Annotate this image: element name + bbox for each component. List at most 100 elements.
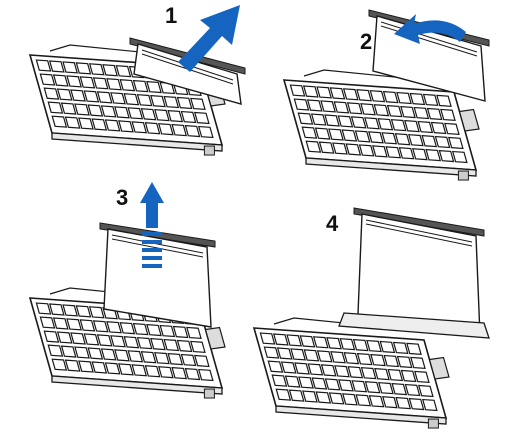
step-1-number: 1 — [165, 3, 178, 28]
key — [119, 79, 136, 92]
key — [267, 360, 284, 373]
key — [106, 78, 122, 91]
key — [346, 102, 363, 115]
key — [51, 358, 68, 371]
key — [373, 104, 390, 117]
key — [284, 375, 301, 388]
key — [62, 61, 78, 74]
key — [79, 76, 96, 89]
key — [381, 396, 398, 409]
key — [414, 370, 430, 384]
key — [394, 133, 411, 146]
key — [64, 116, 81, 129]
key — [312, 336, 329, 349]
keyboard-edge — [51, 132, 223, 152]
arrow-stripe — [142, 264, 162, 268]
key — [383, 354, 400, 368]
key — [324, 114, 340, 127]
key — [288, 389, 305, 402]
key — [52, 74, 69, 87]
key — [70, 332, 86, 345]
key — [426, 107, 443, 121]
key — [114, 349, 130, 362]
stand — [353, 207, 485, 337]
key — [87, 104, 104, 117]
key — [318, 141, 335, 154]
key — [276, 347, 293, 360]
key — [190, 97, 206, 111]
key — [326, 337, 342, 350]
key — [352, 338, 369, 352]
key — [39, 73, 56, 86]
key — [356, 89, 372, 102]
key — [333, 101, 350, 114]
key — [410, 356, 426, 370]
key — [70, 89, 86, 102]
key — [324, 378, 341, 391]
key — [75, 62, 92, 75]
key — [144, 365, 161, 378]
key — [123, 93, 140, 106]
key — [299, 335, 316, 348]
key — [83, 90, 100, 103]
hinge-tab — [204, 326, 226, 350]
key — [79, 319, 96, 332]
step-4-panel: 4 — [252, 207, 507, 435]
keyboard-illustration — [282, 9, 490, 181]
key — [167, 352, 184, 366]
key — [307, 363, 324, 376]
arrow-curved-left-icon — [394, 14, 466, 44]
key — [47, 101, 64, 114]
key — [302, 390, 318, 403]
key — [422, 93, 439, 107]
step-2-panel: 2 — [254, 0, 507, 217]
key — [332, 142, 348, 155]
keyboard-illustration — [252, 207, 490, 429]
key — [404, 383, 421, 397]
key — [408, 134, 424, 147]
key — [193, 354, 210, 368]
keyboard — [252, 317, 450, 429]
stand-line — [365, 223, 473, 247]
key — [92, 77, 109, 90]
key — [330, 351, 346, 364]
key — [390, 119, 407, 132]
key — [338, 379, 354, 392]
step-1-panel: 1 — [0, 0, 253, 217]
key — [157, 366, 174, 379]
key — [102, 64, 118, 77]
key — [417, 384, 434, 398]
stand-line — [365, 219, 473, 243]
key — [355, 394, 372, 407]
key — [197, 368, 214, 382]
arrow-stripe — [142, 248, 162, 252]
key — [263, 346, 280, 359]
hinge-tab — [458, 108, 480, 132]
key — [360, 103, 376, 116]
key — [43, 87, 60, 100]
key — [51, 115, 68, 128]
key — [379, 340, 396, 354]
key — [60, 102, 77, 115]
key — [39, 316, 56, 329]
stand-line — [380, 21, 478, 53]
key — [396, 91, 412, 105]
key — [320, 364, 337, 377]
key — [334, 365, 350, 378]
key — [447, 136, 464, 150]
key — [400, 369, 417, 383]
key — [127, 350, 144, 363]
key — [131, 121, 148, 134]
key — [64, 359, 81, 372]
key — [35, 302, 52, 315]
key — [275, 388, 292, 401]
key — [56, 88, 73, 101]
key — [88, 63, 105, 76]
key — [104, 362, 121, 375]
key — [356, 353, 373, 366]
stand-panel — [372, 15, 486, 102]
key — [316, 350, 333, 363]
key — [146, 323, 162, 337]
key — [411, 148, 428, 161]
key — [172, 325, 189, 339]
